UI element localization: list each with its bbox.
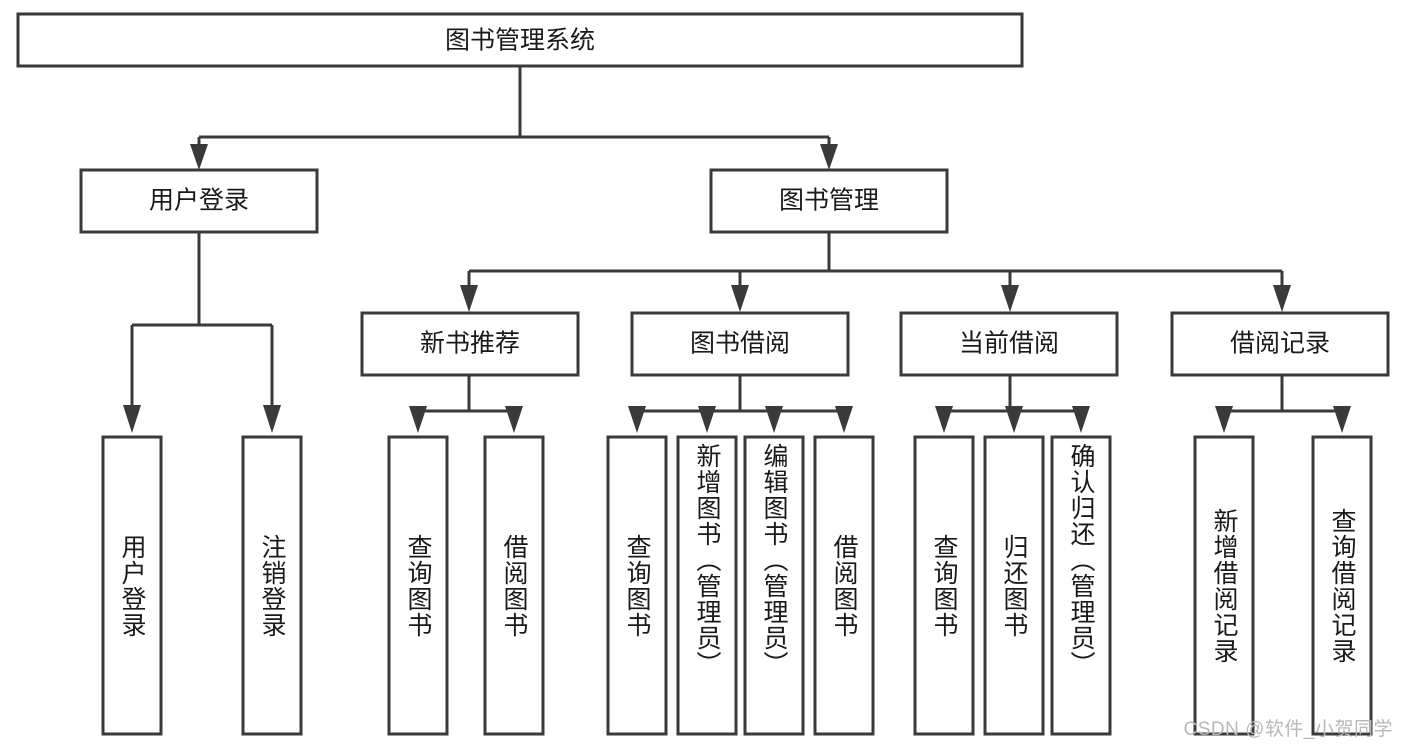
leaf-box-borrowrecord-1[interactable] (1193, 435, 1255, 736)
node-root-system-label: 图书管理系统 (445, 27, 595, 55)
arrow-head-leaf-borrowrecord-1 (1215, 406, 1233, 433)
arrow-head-leaf-currentborrow-2 (1005, 406, 1023, 433)
node-borrow-record-box (1170, 311, 1390, 377)
leaf-box-currentborrow-3[interactable] (1050, 435, 1112, 736)
node-new-book-recommend[interactable]: 新书推荐 (360, 311, 580, 377)
leaf-box-newbook-2[interactable] (483, 435, 545, 736)
leaf-box-bookborrow-4[interactable] (813, 435, 875, 736)
arrow-head-leaf-user-login-2 (263, 405, 281, 433)
csdn-watermark: CSDN @软件_小贺同学 (1183, 719, 1393, 740)
leaf-box-user-login-2[interactable] (241, 435, 303, 736)
leaf-box-borrowrecord-2[interactable] (1311, 435, 1373, 736)
node-book-borrow-label: 图书借阅 (690, 330, 790, 358)
node-new-book-recommend-label: 新书推荐 (420, 330, 520, 358)
connector-group (123, 66, 1351, 433)
arrow-head-leaf-bookborrow-2 (698, 406, 716, 433)
leaf-box-bookborrow-2[interactable] (676, 435, 738, 736)
arrow-head-currentborrow (1001, 285, 1019, 312)
node-new-book-recommend-box (360, 311, 580, 377)
node-current-borrow[interactable]: 当前借阅 (899, 311, 1119, 377)
node-user-login[interactable]: 用户登录 (79, 168, 319, 234)
node-borrow-record-label: 借阅记录 (1230, 330, 1330, 358)
arrow-head-userlogin (190, 144, 208, 170)
arrow-head-bookmgmt (820, 144, 838, 170)
node-current-borrow-box (899, 311, 1119, 377)
node-book-management-box (709, 168, 949, 234)
node-book-management-label: 图书管理 (779, 187, 879, 215)
node-user-login-label: 用户登录 (149, 187, 249, 215)
arrow-head-borrowrecord (1273, 285, 1291, 312)
arrow-head-newbook (460, 285, 478, 312)
node-book-borrow-box (630, 311, 850, 377)
node-borrow-record[interactable]: 借阅记录 (1170, 311, 1390, 377)
arrow-head-leaf-newbook-1 (409, 406, 427, 433)
arrow-head-leaf-bookborrow-3 (765, 406, 783, 433)
arrow-head-bookborrow (731, 285, 749, 312)
leaf-box-newbook-1[interactable] (387, 435, 449, 736)
arrow-head-leaf-currentborrow-1 (935, 406, 953, 433)
arrow-head-leaf-currentborrow-3 (1072, 406, 1090, 433)
node-current-borrow-label: 当前借阅 (959, 330, 1059, 358)
arrow-head-leaf-borrowrecord-2 (1333, 406, 1351, 433)
leaf-box-bookborrow-3[interactable] (743, 435, 805, 736)
node-book-borrow[interactable]: 图书借阅 (630, 311, 850, 377)
leaf-box-currentborrow-2[interactable] (983, 435, 1045, 736)
node-user-login-box (79, 168, 319, 234)
node-book-management[interactable]: 图书管理 (709, 168, 949, 234)
leaf-box-user-login-1[interactable] (101, 435, 163, 736)
node-root-system[interactable]: 图书管理系统 (16, 12, 1024, 68)
leaf-box-bookborrow-1[interactable] (606, 435, 668, 736)
arrow-head-leaf-bookborrow-1 (628, 406, 646, 433)
arrow-head-leaf-newbook-2 (505, 406, 523, 433)
node-root-system-box (16, 12, 1024, 68)
arrow-head-leaf-bookborrow-4 (835, 406, 853, 433)
arrow-head-leaf-user-login-1 (123, 405, 141, 433)
leaf-box-currentborrow-1[interactable] (913, 435, 975, 736)
